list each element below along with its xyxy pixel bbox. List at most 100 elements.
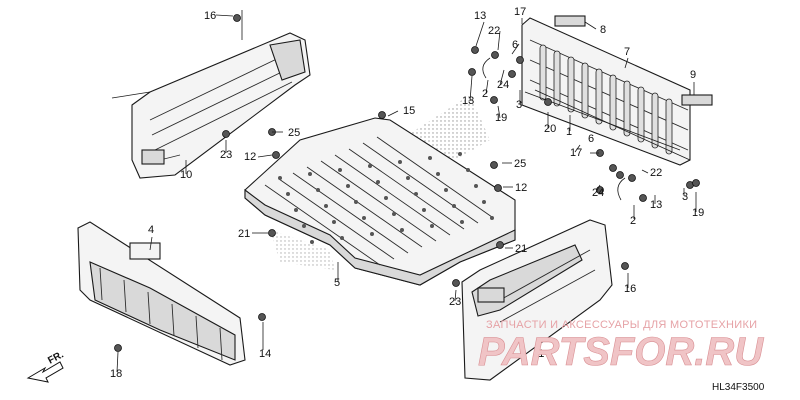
leader-line <box>454 289 457 302</box>
floor-rib <box>348 148 465 230</box>
bolt-fastener <box>222 130 230 138</box>
floor-rib <box>264 184 381 266</box>
bolt-fastener <box>491 51 499 59</box>
callout-number: 12 <box>244 151 256 163</box>
callout-number: 22 <box>488 25 500 37</box>
leader-line <box>574 144 581 153</box>
floor-bump <box>310 240 314 244</box>
callout-number: 21 <box>238 228 250 240</box>
leader-line <box>499 69 505 86</box>
front-panel-rib <box>195 315 199 349</box>
callout-number: 17 <box>570 147 582 159</box>
callout-number: 5 <box>334 277 340 289</box>
bolt-fastener <box>378 111 386 119</box>
floor-bump <box>430 224 434 228</box>
watermark-caption: ЗАПЧАСТИ И АКСЕССУАРЫ ДЛЯ МОТОТЕХНИКИ <box>486 319 757 331</box>
front-direction-arrow: FR. <box>26 349 66 383</box>
bolt-fastener <box>272 151 280 159</box>
floor-bump <box>482 200 486 204</box>
callout-number: 22 <box>650 167 662 179</box>
floor-bump <box>436 172 440 176</box>
tailgate-slot <box>595 68 603 125</box>
callout-number: 19 <box>692 207 704 219</box>
floor-bump <box>406 176 410 180</box>
floor-bump <box>324 204 328 208</box>
callout-number: 25 <box>514 158 526 170</box>
floor-bump <box>422 208 426 212</box>
bolt-fastener <box>268 229 276 237</box>
bolt-fastener <box>508 70 516 78</box>
floor-bump <box>392 212 396 216</box>
bed-floor <box>244 117 516 286</box>
bolt-fastener <box>544 98 552 106</box>
floor-bump <box>286 192 290 196</box>
callout-number: 17 <box>514 6 526 18</box>
floor-bump <box>428 156 432 160</box>
floor-bump <box>376 180 380 184</box>
leader-line <box>469 75 473 102</box>
bolt-fastener <box>452 279 460 287</box>
tailgate-slot <box>553 50 561 107</box>
callout-number: 23 <box>449 296 461 308</box>
cable-strap <box>617 177 626 201</box>
floor-bump <box>278 176 282 180</box>
watermark: ЗАПЧАСТИ И АКСЕССУАРЫ ДЛЯ МОТОТЕХНИКИ PA… <box>478 319 765 374</box>
leader-line <box>116 351 119 373</box>
callout-number: 20 <box>544 123 556 135</box>
callout-number: 1 <box>566 126 572 138</box>
front-panel-rib <box>219 327 223 361</box>
front-bed-panel <box>77 221 246 366</box>
floor-rib <box>292 172 409 254</box>
callout-number: 3 <box>516 99 522 111</box>
callout-number: 8 <box>600 24 606 36</box>
floor-bump <box>400 228 404 232</box>
callout-number: 25 <box>288 127 300 139</box>
callout-number: 23 <box>220 149 232 161</box>
floor-bump <box>302 224 306 228</box>
figure-code: HL34F3500 <box>712 382 765 393</box>
floor-bump <box>346 184 350 188</box>
tailgate-slot <box>539 44 547 101</box>
direction-label: FR. <box>46 349 66 366</box>
callout-number: 15 <box>403 105 415 117</box>
floor-bump <box>490 216 494 220</box>
leader-line <box>624 57 629 69</box>
leader-line <box>257 154 273 158</box>
callout-number: 14 <box>259 348 271 360</box>
bolt-fastener <box>516 56 524 64</box>
bolt-fastener <box>621 262 629 270</box>
callout-number: 13 <box>474 10 486 22</box>
floor-bump <box>308 172 312 176</box>
bolt-fastener <box>233 14 241 22</box>
floor-bump <box>474 184 478 188</box>
callout-number: 24 <box>497 79 509 91</box>
leader-line <box>584 21 597 30</box>
leader-line <box>511 43 520 55</box>
watermark-logo: PARTSFOR.RU <box>478 330 764 374</box>
leader-line <box>497 30 501 51</box>
left-side-panel <box>111 10 311 179</box>
leader-line <box>641 169 649 174</box>
floor-bump <box>452 204 456 208</box>
tailgate-slot <box>637 86 645 143</box>
floor-bump <box>414 192 418 196</box>
front-panel-rib <box>171 303 175 337</box>
tailgate <box>521 17 691 166</box>
hardware <box>114 14 713 352</box>
floor-bump <box>444 188 448 192</box>
floor-bump <box>340 236 344 240</box>
tailgate-slot <box>609 74 617 131</box>
floor-rib <box>362 142 479 224</box>
bolt-fastener <box>609 164 617 172</box>
callout-number: 18 <box>110 368 122 380</box>
bolt-fastener <box>496 241 504 249</box>
callout-number: 7 <box>624 46 630 58</box>
floor-bump <box>354 200 358 204</box>
bolt-fastener <box>692 179 700 187</box>
floor-bump <box>398 160 402 164</box>
callout-number: 4 <box>148 224 154 236</box>
callout-number: 2 <box>482 88 488 100</box>
floor-rib <box>278 178 395 260</box>
bolt-fastener <box>639 194 647 202</box>
bolt-fastener <box>490 161 498 169</box>
